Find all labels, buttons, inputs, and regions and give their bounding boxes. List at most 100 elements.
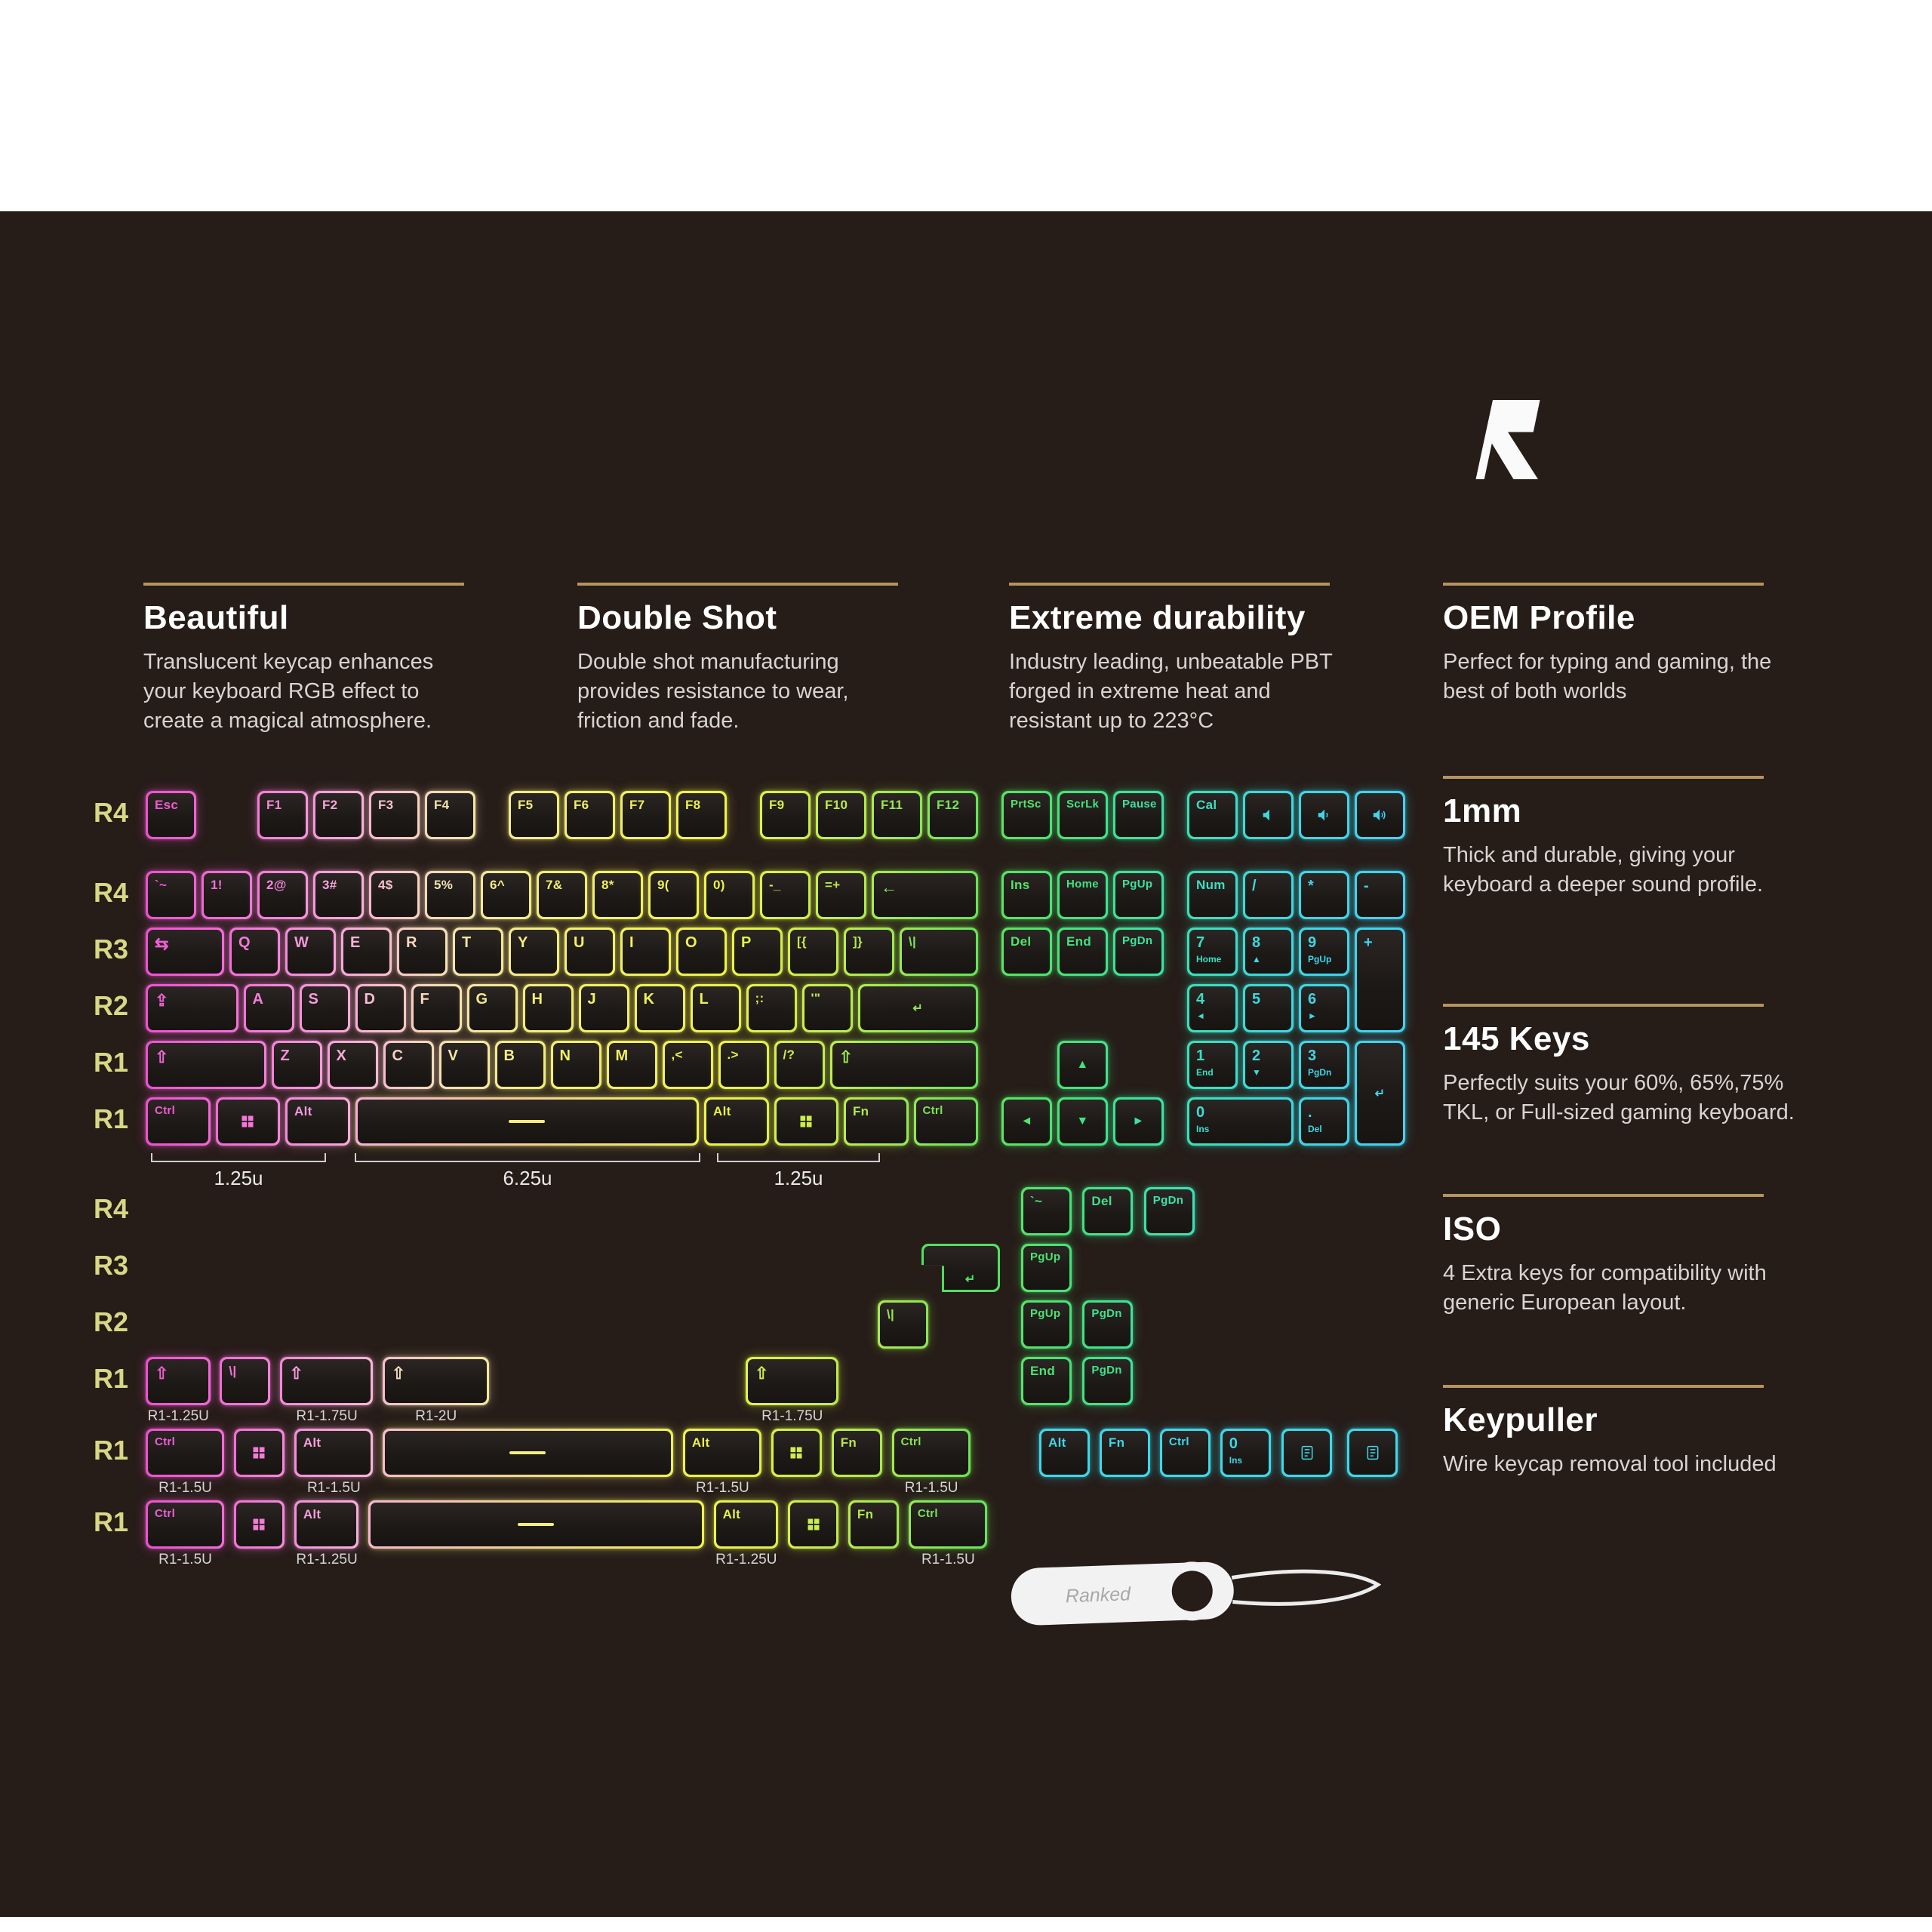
key-symbol: * bbox=[1299, 871, 1349, 919]
key-alt: Alt bbox=[682, 1429, 761, 1477]
keycap-legend: F1 bbox=[266, 798, 282, 812]
key-alt: Alt bbox=[704, 1097, 769, 1146]
feature-divider bbox=[1443, 1004, 1764, 1007]
keycap-legend: Cal bbox=[1196, 798, 1217, 812]
key-symbol: ◄ bbox=[1001, 1097, 1052, 1146]
keycap-legend: F bbox=[420, 991, 430, 1008]
key-f8: F8 bbox=[676, 791, 727, 839]
keycap-legend: PgDn bbox=[1152, 1194, 1184, 1207]
row-label: R1 bbox=[93, 1103, 128, 1134]
keypuller-ring bbox=[1162, 1561, 1222, 1621]
key-f1: F1 bbox=[257, 791, 308, 839]
keycap-legend: I bbox=[629, 934, 634, 951]
key-symbol: \| bbox=[900, 928, 978, 976]
key-symbol: `~ bbox=[146, 871, 196, 919]
keycap-legend: X bbox=[336, 1048, 347, 1064]
key-4: 4◄ bbox=[1187, 984, 1238, 1032]
feature-block: Extreme durability Industry leading, unb… bbox=[1009, 583, 1345, 736]
key-symbol: ,< bbox=[662, 1041, 713, 1089]
keycap-legend: A bbox=[252, 991, 264, 1008]
keycap-legend: F9 bbox=[769, 798, 785, 812]
dimension-label: 1.25u bbox=[774, 1167, 823, 1189]
keycap-legend: * bbox=[1308, 878, 1315, 894]
key-ctrl: Ctrl bbox=[913, 1097, 978, 1146]
feature-divider bbox=[577, 583, 898, 586]
keycap-legend: + bbox=[1364, 934, 1373, 951]
key-num: Num bbox=[1187, 871, 1238, 919]
key-r: R bbox=[397, 928, 448, 976]
win-icon bbox=[789, 1445, 804, 1460]
dimension-tick bbox=[151, 1153, 152, 1161]
key-size-tag: R1-1.5U bbox=[696, 1480, 749, 1496]
keycap-legend: Fn bbox=[840, 1435, 857, 1450]
key-symbol: ⇧ bbox=[146, 1041, 266, 1089]
win-icon bbox=[240, 1114, 255, 1129]
row-label: R1 bbox=[93, 1506, 128, 1537]
key-q: Q bbox=[229, 928, 280, 976]
keycap-sublegend: ◄ bbox=[1196, 1011, 1205, 1021]
key-symbol: ► bbox=[1113, 1097, 1164, 1146]
keycap-legend: Ctrl bbox=[922, 1104, 943, 1117]
key-del: Del bbox=[1082, 1187, 1134, 1235]
keycap-legend: 6 bbox=[1308, 991, 1317, 1008]
keycap-legend: 5 bbox=[1252, 991, 1261, 1008]
keycap-legend: ◄ bbox=[1020, 1115, 1033, 1128]
key-ctrl: Ctrl bbox=[146, 1097, 211, 1146]
key-size-tag: R1-1.25U bbox=[296, 1552, 358, 1567]
keycap-sublegend: PgUp bbox=[1308, 954, 1332, 964]
keycap-legend: Alt bbox=[303, 1435, 321, 1450]
keycap-legend: Z bbox=[280, 1048, 291, 1064]
key-symbol: ⇧ bbox=[829, 1041, 978, 1089]
keycap-legend: Esc bbox=[155, 798, 179, 812]
key-alt: Alt bbox=[1039, 1429, 1090, 1477]
keycap-legend: ⇧ bbox=[391, 1364, 406, 1383]
key-size-tag: R1-1.5U bbox=[306, 1480, 361, 1496]
keycap-legend: F5 bbox=[518, 798, 534, 812]
key-symbol: \| bbox=[220, 1357, 271, 1405]
key-symbol: - bbox=[1355, 871, 1405, 919]
keycap-legend: Fn bbox=[857, 1507, 874, 1521]
keycap-legend: 0 bbox=[1196, 1104, 1205, 1121]
dimension-line bbox=[151, 1161, 326, 1162]
key-pgup: PgUp bbox=[1021, 1300, 1072, 1349]
keycap-legend: PgDn bbox=[1091, 1307, 1122, 1320]
row-label: R2 bbox=[93, 990, 128, 1021]
keycap-legend: Num bbox=[1196, 878, 1226, 892]
feature-title: 145 Keys bbox=[1443, 1020, 1590, 1057]
keycap-legend: ► bbox=[1132, 1115, 1145, 1128]
key-win-icon bbox=[774, 1097, 838, 1146]
feature-body: Wire keycap removal tool included bbox=[1443, 1452, 1777, 1476]
key-symbol: ;: bbox=[746, 984, 797, 1032]
row-label: R3 bbox=[93, 934, 128, 964]
keycap-legend: 9( bbox=[657, 878, 669, 892]
keycap-legend: F3 bbox=[378, 798, 394, 812]
key-1: 1! bbox=[202, 871, 252, 919]
keycap-legend: 7& bbox=[546, 878, 563, 892]
keypuller-brand-text: Ranked bbox=[1065, 1583, 1131, 1607]
key-ctrl: Ctrl bbox=[146, 1429, 224, 1477]
win-icon bbox=[251, 1445, 266, 1460]
key-symbol: ⇧ bbox=[146, 1357, 211, 1405]
keycap-legend: \| bbox=[887, 1307, 895, 1321]
keycap-legend: ⇧ bbox=[289, 1364, 304, 1383]
feature-block: 1mm Thick and durable, giving your keybo… bbox=[1443, 776, 1805, 900]
key-w: W bbox=[285, 928, 336, 976]
keycap-legend: K bbox=[643, 991, 655, 1008]
key-size-tag: R1-1.25U bbox=[715, 1552, 777, 1567]
dimension-line bbox=[717, 1161, 880, 1162]
keycap-legend: ⇧ bbox=[155, 1048, 169, 1066]
key-a: A bbox=[243, 984, 294, 1032]
keycap-legend: 6^ bbox=[490, 878, 505, 892]
feature-divider bbox=[1009, 583, 1330, 586]
key-symbol: .> bbox=[718, 1041, 769, 1089]
feature-body: Perfect for typing and gaming, the best … bbox=[1443, 650, 1772, 703]
key-x: X bbox=[327, 1041, 378, 1089]
feature-block: 145 Keys Perfectly suits your 60%, 65%,7… bbox=[1443, 1004, 1805, 1128]
keycap-legend: ScrLk bbox=[1066, 798, 1100, 811]
keycap-legend: 7 bbox=[1196, 934, 1205, 951]
keycap-legend: D bbox=[364, 991, 376, 1008]
keycap-legend: L bbox=[699, 991, 709, 1008]
